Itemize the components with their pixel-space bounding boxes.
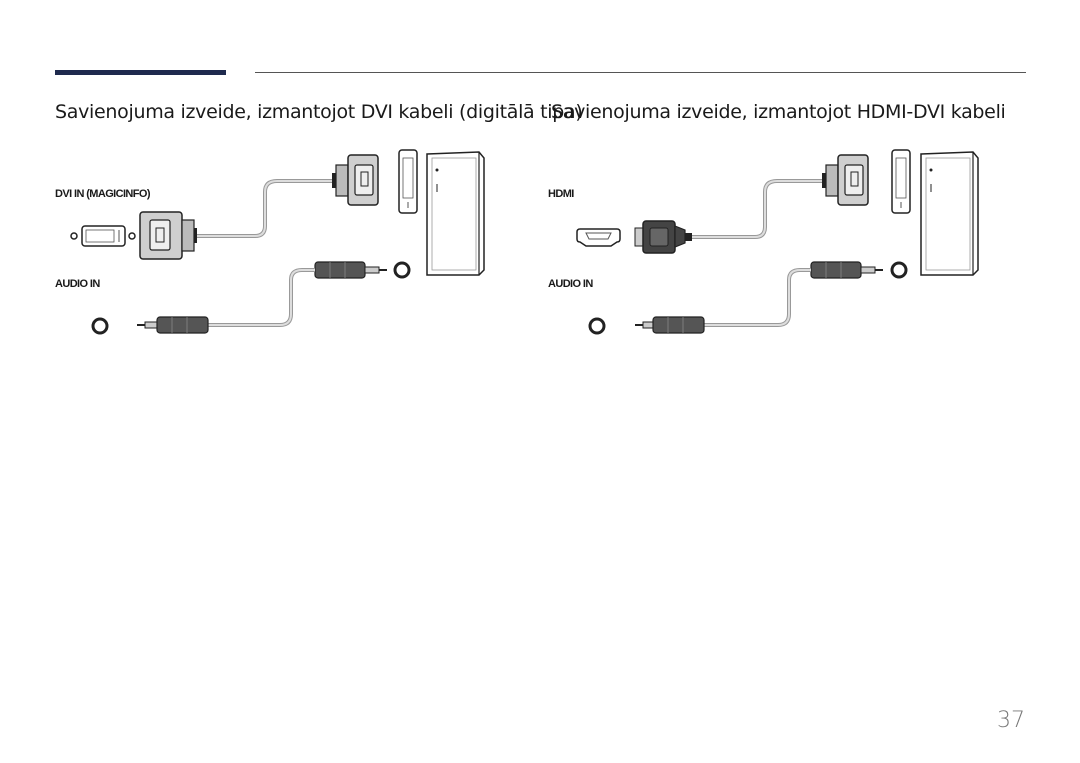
pc-audio-jack-icon-2 <box>890 261 908 279</box>
monitor-audio-jack-icon-2 <box>588 317 606 335</box>
audio-in-port-label-2: AUDIO IN <box>548 278 593 290</box>
dvi-plug-pc-icon <box>332 154 379 206</box>
header-rule <box>255 72 1026 73</box>
audio-plug-monitor-icon <box>137 316 209 334</box>
audio-in-port-label: AUDIO IN <box>55 278 100 290</box>
hdmi-port-label: HDMI <box>548 188 574 200</box>
header-accent-bar <box>55 70 226 75</box>
pc-audio-jack-icon <box>393 261 411 279</box>
dvi-in-port-label: DVI IN (MAGICINFO) <box>55 188 151 200</box>
pc-dvi-port-icon-2 <box>891 149 911 214</box>
dvi-plug-icon <box>139 211 197 260</box>
section-title-dvi: Savienojuma izveide, izmantojot DVI kabe… <box>55 101 583 123</box>
audio-plug-monitor-icon-2 <box>635 316 705 334</box>
audio-plug-pc-icon <box>314 261 387 279</box>
section-title-hdmi-dvi: Savienojuma izveide, izmantojot HDMI-DVI… <box>551 101 1006 123</box>
dvi-plug-pc-icon-2 <box>822 154 869 206</box>
hdmi-dvi-connection-diagram: HDMI AUDIO IN <box>545 140 1015 350</box>
monitor-audio-jack-icon <box>91 317 109 335</box>
audio-plug-pc-icon-2 <box>810 261 883 279</box>
page-number: 37 <box>997 708 1025 733</box>
pc-tower-icon <box>426 151 485 276</box>
hdmi-port-icon <box>576 228 621 247</box>
dvi-connection-diagram: DVI IN (MAGICINFO) AUDIO IN <box>55 140 485 350</box>
hdmi-plug-icon <box>634 220 692 254</box>
dvi-port-icon <box>70 225 136 247</box>
pc-dvi-port-icon <box>398 149 418 214</box>
pc-tower-icon-2 <box>920 151 979 276</box>
